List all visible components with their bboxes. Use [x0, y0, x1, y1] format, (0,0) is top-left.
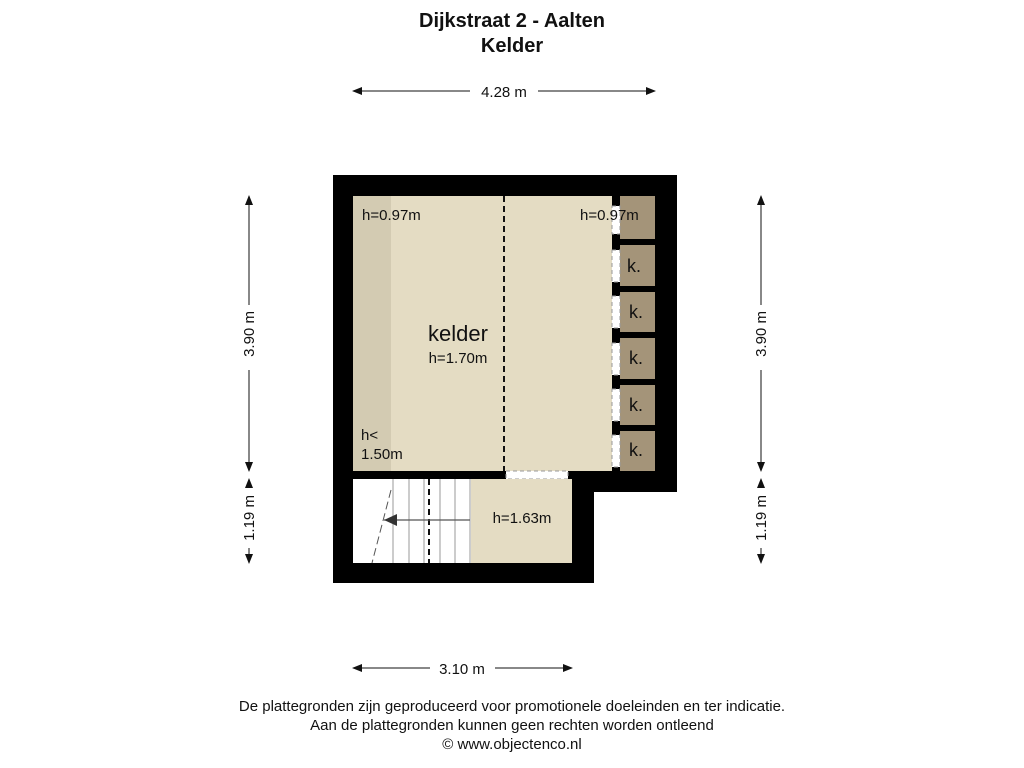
storage-doors	[611, 205, 621, 468]
disclaimer-line-1: De plattegronden zijn geproduceerd voor …	[238, 698, 786, 715]
storage-label: k.	[629, 395, 643, 415]
storage-unit	[620, 196, 655, 239]
copyright-line: © www.objectenco.nl	[442, 736, 582, 753]
storage-units	[620, 196, 655, 471]
plan-title: Dijkstraat 2 - Aalten	[419, 10, 605, 32]
storage-label: k.	[629, 302, 643, 322]
storage-door	[611, 342, 621, 376]
dim-label-top: 4.28 m	[481, 84, 527, 101]
stair-area	[353, 479, 471, 563]
height-label-top-left: h=0.97m	[362, 207, 421, 224]
stair-slope-line	[371, 489, 392, 564]
dim-label-right-upper: 3.90 m	[753, 311, 770, 357]
height-label-kelder: h=1.70m	[429, 350, 488, 367]
height-label-lower-room: h=1.63m	[493, 510, 552, 527]
height-label-top-right: h=0.97m	[580, 207, 639, 224]
dim-label-bottom: 3.10 m	[439, 661, 485, 678]
storage-unit	[620, 292, 655, 332]
kelder-floor	[353, 196, 612, 471]
storage-unit	[620, 431, 655, 471]
dim-label-right-lower: 1.19 m	[753, 495, 770, 541]
low-zone-label-prefix: h<	[361, 427, 378, 444]
dim-label-left-lower: 1.19 m	[241, 495, 258, 541]
storage-unit	[620, 245, 655, 286]
dimension-lines	[245, 87, 765, 672]
low-zone-label-value: 1.50m	[361, 446, 403, 463]
passage-opening	[505, 470, 569, 480]
lower-room-floor	[471, 479, 572, 563]
storage-door	[611, 388, 621, 422]
storage-door	[611, 434, 621, 468]
storage-door	[611, 205, 621, 235]
storage-label: k.	[627, 256, 641, 276]
storage-door	[611, 295, 621, 329]
floor-name: Kelder	[480, 35, 544, 57]
stair-arrow-head	[384, 514, 397, 526]
disclaimer-line-2: Aan de plattegronden kunnen geen rechten…	[310, 717, 714, 734]
dim-label-left-upper: 3.90 m	[241, 311, 258, 357]
storage-label: k.	[629, 440, 643, 460]
storage-unit	[620, 338, 655, 379]
low-ceiling-zone	[353, 196, 391, 471]
storage-unit	[620, 385, 655, 425]
storage-label: k.	[629, 348, 643, 368]
room-name-kelder: kelder	[428, 321, 488, 346]
storage-door	[611, 249, 621, 283]
